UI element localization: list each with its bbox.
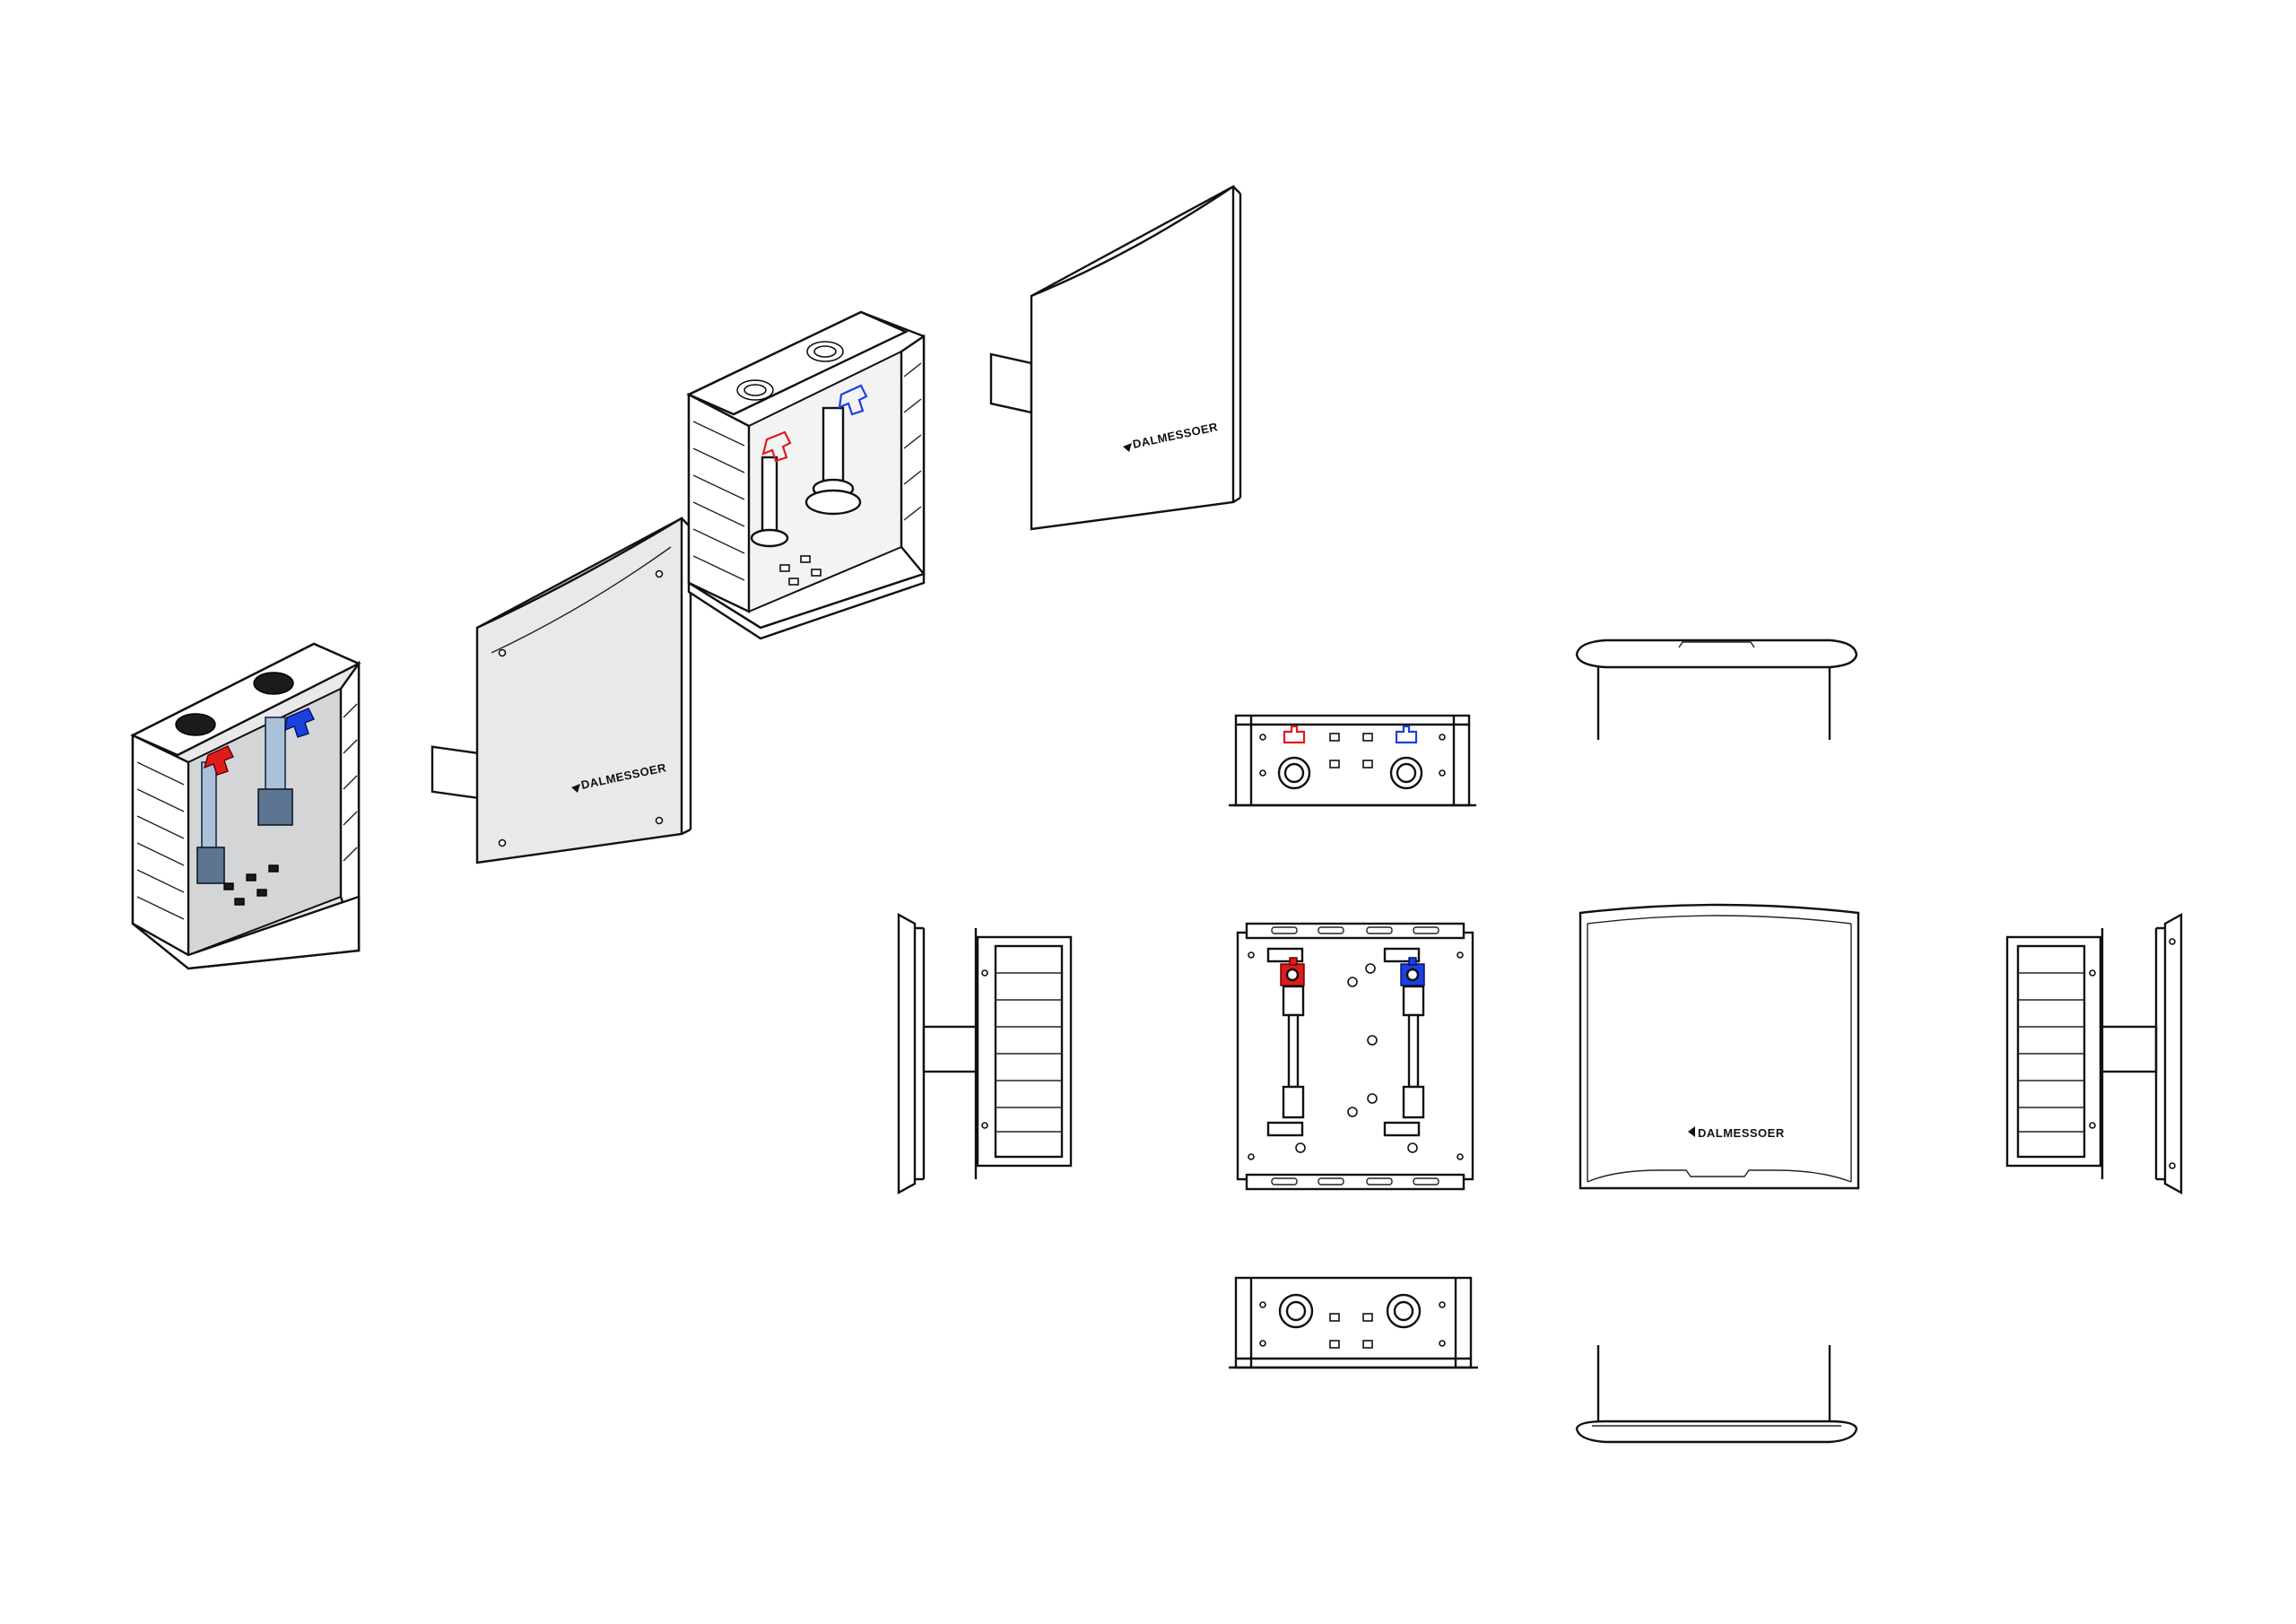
bottom-view-cover — [1575, 1345, 1858, 1444]
brand-logo-icon: DALMESSOER — [1688, 1126, 1785, 1140]
left-side-view — [897, 912, 1073, 1195]
right-side-view — [2005, 912, 2183, 1195]
isometric-box-exploded — [686, 310, 926, 640]
isometric-cover-exploded: DALMESSOER — [989, 184, 1242, 531]
isometric-cover-panel: DALMESSOER — [430, 516, 692, 864]
front-view-box — [1236, 922, 1474, 1191]
top-view-box — [1229, 714, 1476, 807]
front-view-cover: DALMESSOER — [1578, 903, 1860, 1190]
logo-text: DALMESSOER — [1698, 1126, 1785, 1140]
top-view-cover — [1575, 638, 1858, 740]
bottom-view-box — [1229, 1276, 1478, 1369]
isometric-box-with-valves — [130, 642, 361, 970]
